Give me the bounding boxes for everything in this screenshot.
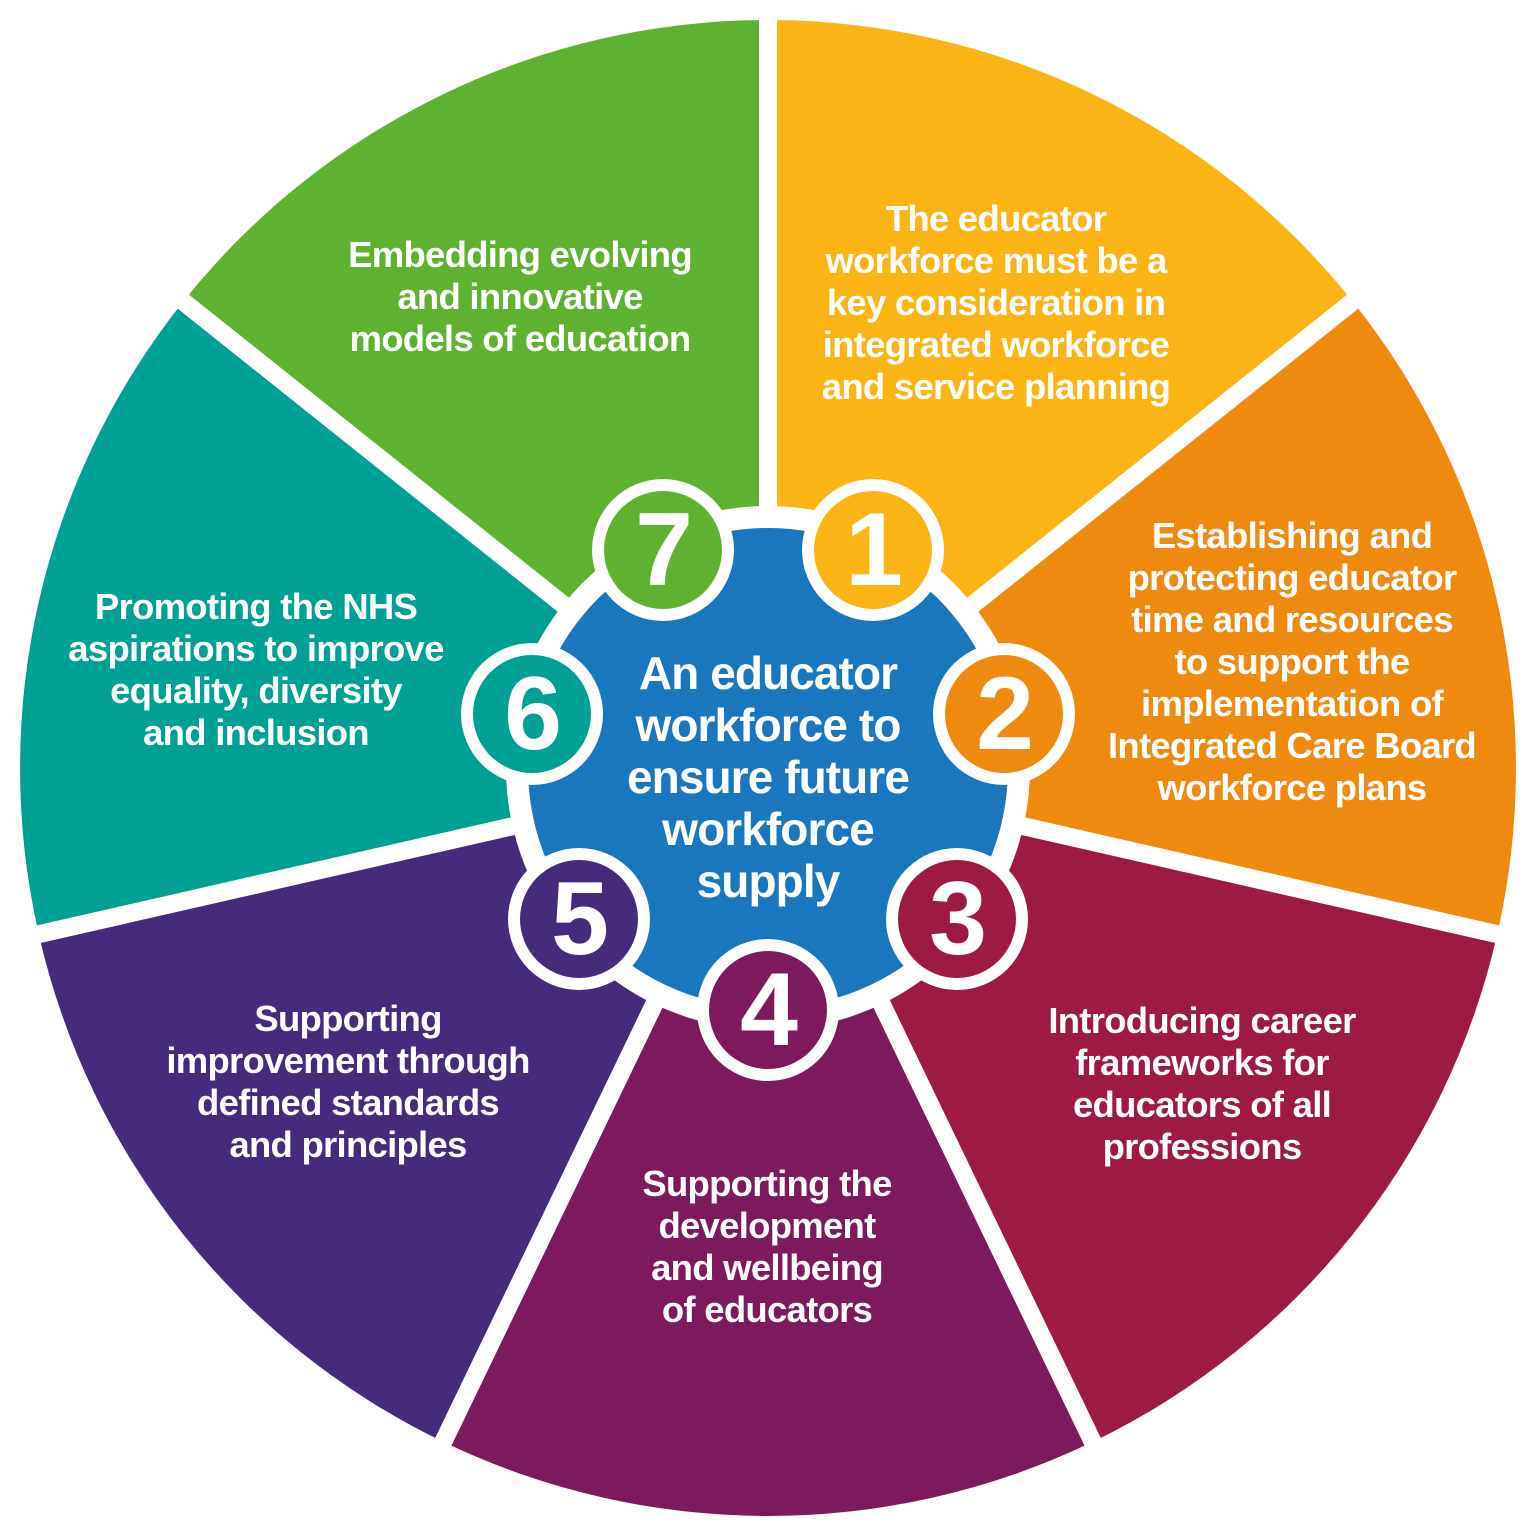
label-line: Promoting the NHS — [94, 586, 418, 627]
label-line: protecting educator — [1127, 557, 1458, 598]
segment-7-number: 7 — [635, 492, 693, 608]
label-line: ensure future — [627, 751, 910, 803]
label-line: Supporting — [254, 998, 442, 1039]
label-line: of educators — [661, 1289, 873, 1330]
label-line: key consideration in — [826, 282, 1166, 323]
segment-2-number: 2 — [976, 656, 1034, 772]
label-line: models of education — [349, 318, 691, 359]
label-line: improvement through — [166, 1040, 530, 1081]
label-line: equality, diversity — [110, 670, 402, 711]
segment-2-label: Establishing and protecting educator tim… — [1107, 515, 1477, 809]
label-line: workforce must be a — [825, 240, 1167, 281]
segment-6-label: Promoting the NHS aspirations to improve… — [68, 586, 444, 754]
number-badge-3 — [898, 860, 1016, 978]
label-line: An educator — [638, 647, 898, 699]
segment-4-label: Supporting the development and wellbeing… — [642, 1163, 892, 1331]
number-badge-6 — [473, 655, 591, 773]
label-line: development — [658, 1205, 876, 1246]
number-badge-2 — [945, 655, 1063, 773]
label-line: workforce — [662, 803, 874, 855]
label-line: workforce plans — [1157, 767, 1428, 808]
segment-1-label: The educator workforce must be a key con… — [821, 198, 1171, 408]
number-badge-5 — [520, 860, 638, 978]
label-line: integrated workforce — [822, 324, 1170, 365]
label-line: Introducing career — [1048, 1000, 1356, 1041]
label-line: professions — [1102, 1126, 1303, 1167]
segment-3-number: 3 — [929, 861, 987, 977]
label-line: to support the — [1174, 641, 1410, 682]
segment-4-number: 4 — [740, 952, 798, 1068]
number-badge-1 — [814, 491, 932, 609]
wedge-4-development-wellbeing — [443, 768, 1093, 1517]
label-line: aspirations to improve — [68, 628, 444, 669]
segment-5-label: Supporting improvement through defined s… — [166, 998, 530, 1166]
label-line: Embedding evolving — [348, 234, 693, 275]
number-badge-4 — [709, 951, 827, 1069]
segment-3-label: Introducing career frameworks for educat… — [1048, 1000, 1356, 1168]
number-badges — [461, 479, 1075, 1081]
label-line: supply — [696, 855, 841, 907]
label-line: Supporting the — [642, 1163, 892, 1204]
hub-label: An educator workforce to ensure future w… — [627, 647, 910, 907]
label-line: Establishing and — [1151, 515, 1433, 556]
hub-circle — [528, 528, 1008, 1008]
label-line: defined standards — [197, 1082, 500, 1123]
label-line: and wellbeing — [651, 1247, 884, 1288]
label-line: and service planning — [821, 366, 1171, 407]
label-line: educators of all — [1072, 1084, 1332, 1125]
label-line: frameworks for — [1075, 1042, 1329, 1083]
label-line: workforce to — [635, 699, 901, 751]
segment-7-label: Embedding evolving and innovative models… — [348, 234, 693, 360]
segment-5-number: 5 — [551, 861, 609, 977]
number-badge-7 — [604, 491, 722, 609]
label-line: implementation of — [1141, 683, 1444, 724]
label-line: The educator — [885, 198, 1107, 239]
segment-6-number: 6 — [504, 656, 562, 772]
label-line: and principles — [229, 1124, 467, 1165]
label-line: and inclusion — [143, 712, 369, 753]
segment-1-number: 1 — [845, 492, 903, 608]
label-line: Integrated Care Board — [1107, 725, 1477, 766]
label-line: time and resources — [1131, 599, 1453, 640]
label-line: and innovative — [397, 276, 643, 317]
